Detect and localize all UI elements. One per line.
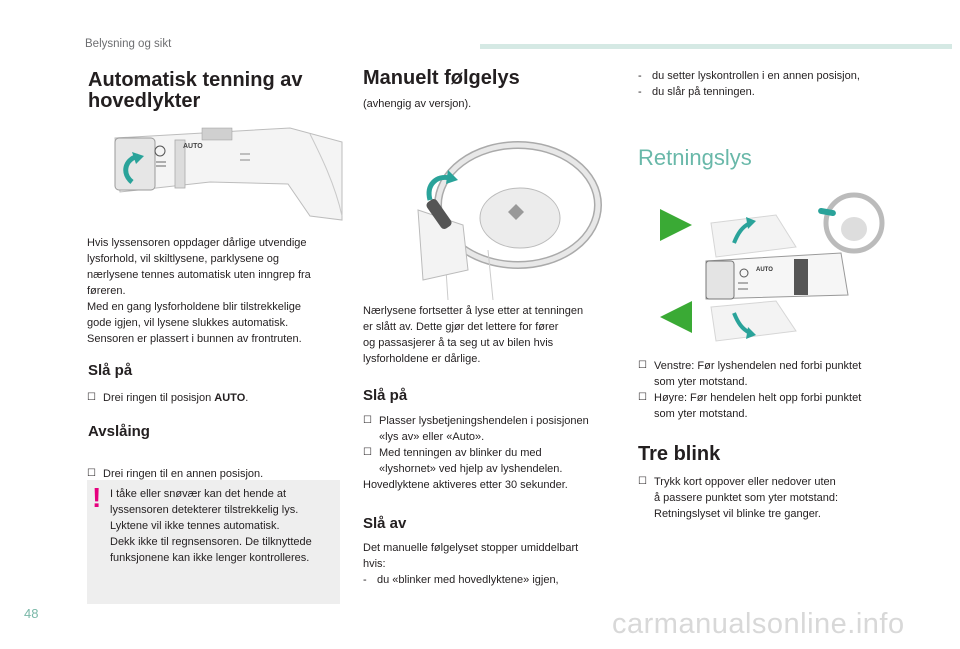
- steering-wheel-illustration: [417, 141, 602, 300]
- follow-me-title: Manuelt følgelys: [363, 67, 520, 89]
- indicator-instructions: ☐ Venstre: Før lyshendelen ned forbi pun…: [638, 358, 908, 422]
- auto-on-item: ☐Drei ringen til posisjon AUTO.: [87, 392, 249, 404]
- auto-off-item: ☐Drei ringen til en annen posisjon.: [87, 468, 264, 480]
- warning-icon: !: [92, 482, 102, 513]
- watermark: carmanualsonline.info: [612, 608, 905, 640]
- auto-label: AUTO: [756, 267, 773, 273]
- text-line: lysforholdene er dårlige.: [363, 353, 481, 365]
- follow-me-subtitle: (avhengig av versjon).: [363, 98, 472, 110]
- section-label: Belysning og sikt: [85, 38, 172, 50]
- text-line: lysforhold, vil skiltlysene, parklysene …: [87, 253, 279, 265]
- list-item: ☐ Plasser lysbetjeningshendelen i posisj…: [363, 415, 589, 443]
- text-line: Det manuelle følgelyset stopper umiddelb…: [363, 542, 579, 554]
- page-number: 48: [24, 606, 39, 621]
- auto-label: AUTO: [183, 143, 203, 150]
- lighting-stalk-auto-illustration: AUTO: [114, 127, 343, 221]
- text-line: føreren.: [87, 285, 126, 297]
- text-line: Dekk ikke til regnsensoren. De tilknytte…: [110, 536, 312, 548]
- list-item: ☐ Høyre: Før hendelen helt opp forbi pun…: [638, 392, 862, 420]
- auto-intro: Hvis lyssensoren oppdager dårlige utvend…: [87, 235, 352, 347]
- list-item: ☐ Med tenningen av blinker du med«lyshor…: [363, 447, 563, 475]
- text-line: Med en gang lysforholdene blir tilstrekk…: [87, 301, 302, 313]
- text-line: Nærlysene fortsetter å lyse etter at ten…: [363, 305, 584, 317]
- checkbox-bullet-icon: ☐: [363, 447, 372, 458]
- text-line: Lyktene vil ikke tennes automatisk.: [110, 520, 280, 532]
- indicators-title: Retningslys: [638, 145, 752, 170]
- text-line: hvis:: [363, 558, 386, 570]
- title-line: hovedlykter: [88, 90, 201, 112]
- list-item: -du slår på tenningen.: [638, 86, 755, 98]
- checkbox-bullet-icon: ☐: [638, 360, 647, 371]
- list-item: ☐ Venstre: Før lyshendelen ned forbi pun…: [638, 360, 862, 388]
- checkbox-bullet-icon: ☐: [638, 392, 647, 403]
- checkbox-bullet-icon: ☐: [87, 392, 96, 403]
- text-line: er slått av. Dette gjør det lettere for …: [363, 321, 559, 333]
- auto-lights-title: Automatisk tenning av hovedlykter: [88, 70, 302, 112]
- three-flash-heading: Tre blink: [638, 443, 721, 465]
- title-line: Automatisk tenning av: [88, 69, 303, 91]
- text-line: Hvis lyssensoren oppdager dårlige utvend…: [87, 237, 307, 249]
- checkbox-bullet-icon: ☐: [363, 415, 372, 426]
- follow-me-after: Hovedlyktene aktiveres etter 30 sekunder…: [363, 479, 568, 491]
- warning-box: [87, 480, 340, 604]
- text-line: og passasjerer å ta seg ut av bilen hvis: [363, 337, 554, 349]
- list-item: -du «blinker med hovedlyktene» igjen,: [363, 574, 559, 586]
- checkbox-bullet-icon: ☐: [638, 476, 647, 487]
- text-line: Sensoren er plassert i bunnen av frontru…: [87, 333, 302, 345]
- auto-on-heading: Slå på: [88, 362, 133, 379]
- follow-me-note: Nærlysene fortsetter å lyse etter at ten…: [363, 303, 623, 367]
- text-line: nærlysene tennes automatisk uten inngrep…: [87, 269, 311, 281]
- text-line: gode igjen, vil lysene slukkes automatis…: [87, 317, 289, 329]
- text-line: I tåke eller snøvær kan det hende at: [110, 488, 287, 500]
- text-line: lyssensoren detekterer tilstrekkelig lys…: [110, 504, 299, 516]
- auto-off-heading: Avslåing: [88, 423, 150, 440]
- text-line: funksjonene kan ikke lenger kontrolleres…: [110, 552, 310, 564]
- list-item: -du setter lyskontrollen i en annen posi…: [638, 70, 860, 82]
- follow-me-off-text: Det manuelle følgelyset stopper umiddelb…: [363, 540, 628, 588]
- follow-me-on-list: ☐ Plasser lysbetjeningshendelen i posisj…: [363, 413, 628, 493]
- header-rule: [480, 44, 952, 49]
- indicator-stalk-illustration: AUTO: [660, 192, 885, 342]
- follow-me-off-heading: Slå av: [363, 515, 407, 532]
- warning-text: I tåke eller snøvær kan det hende at lys…: [110, 486, 338, 566]
- follow-me-on-heading: Slå på: [363, 387, 408, 404]
- checkbox-bullet-icon: ☐: [87, 468, 96, 479]
- follow-me-off-continued: -du setter lyskontrollen i en annen posi…: [638, 68, 908, 100]
